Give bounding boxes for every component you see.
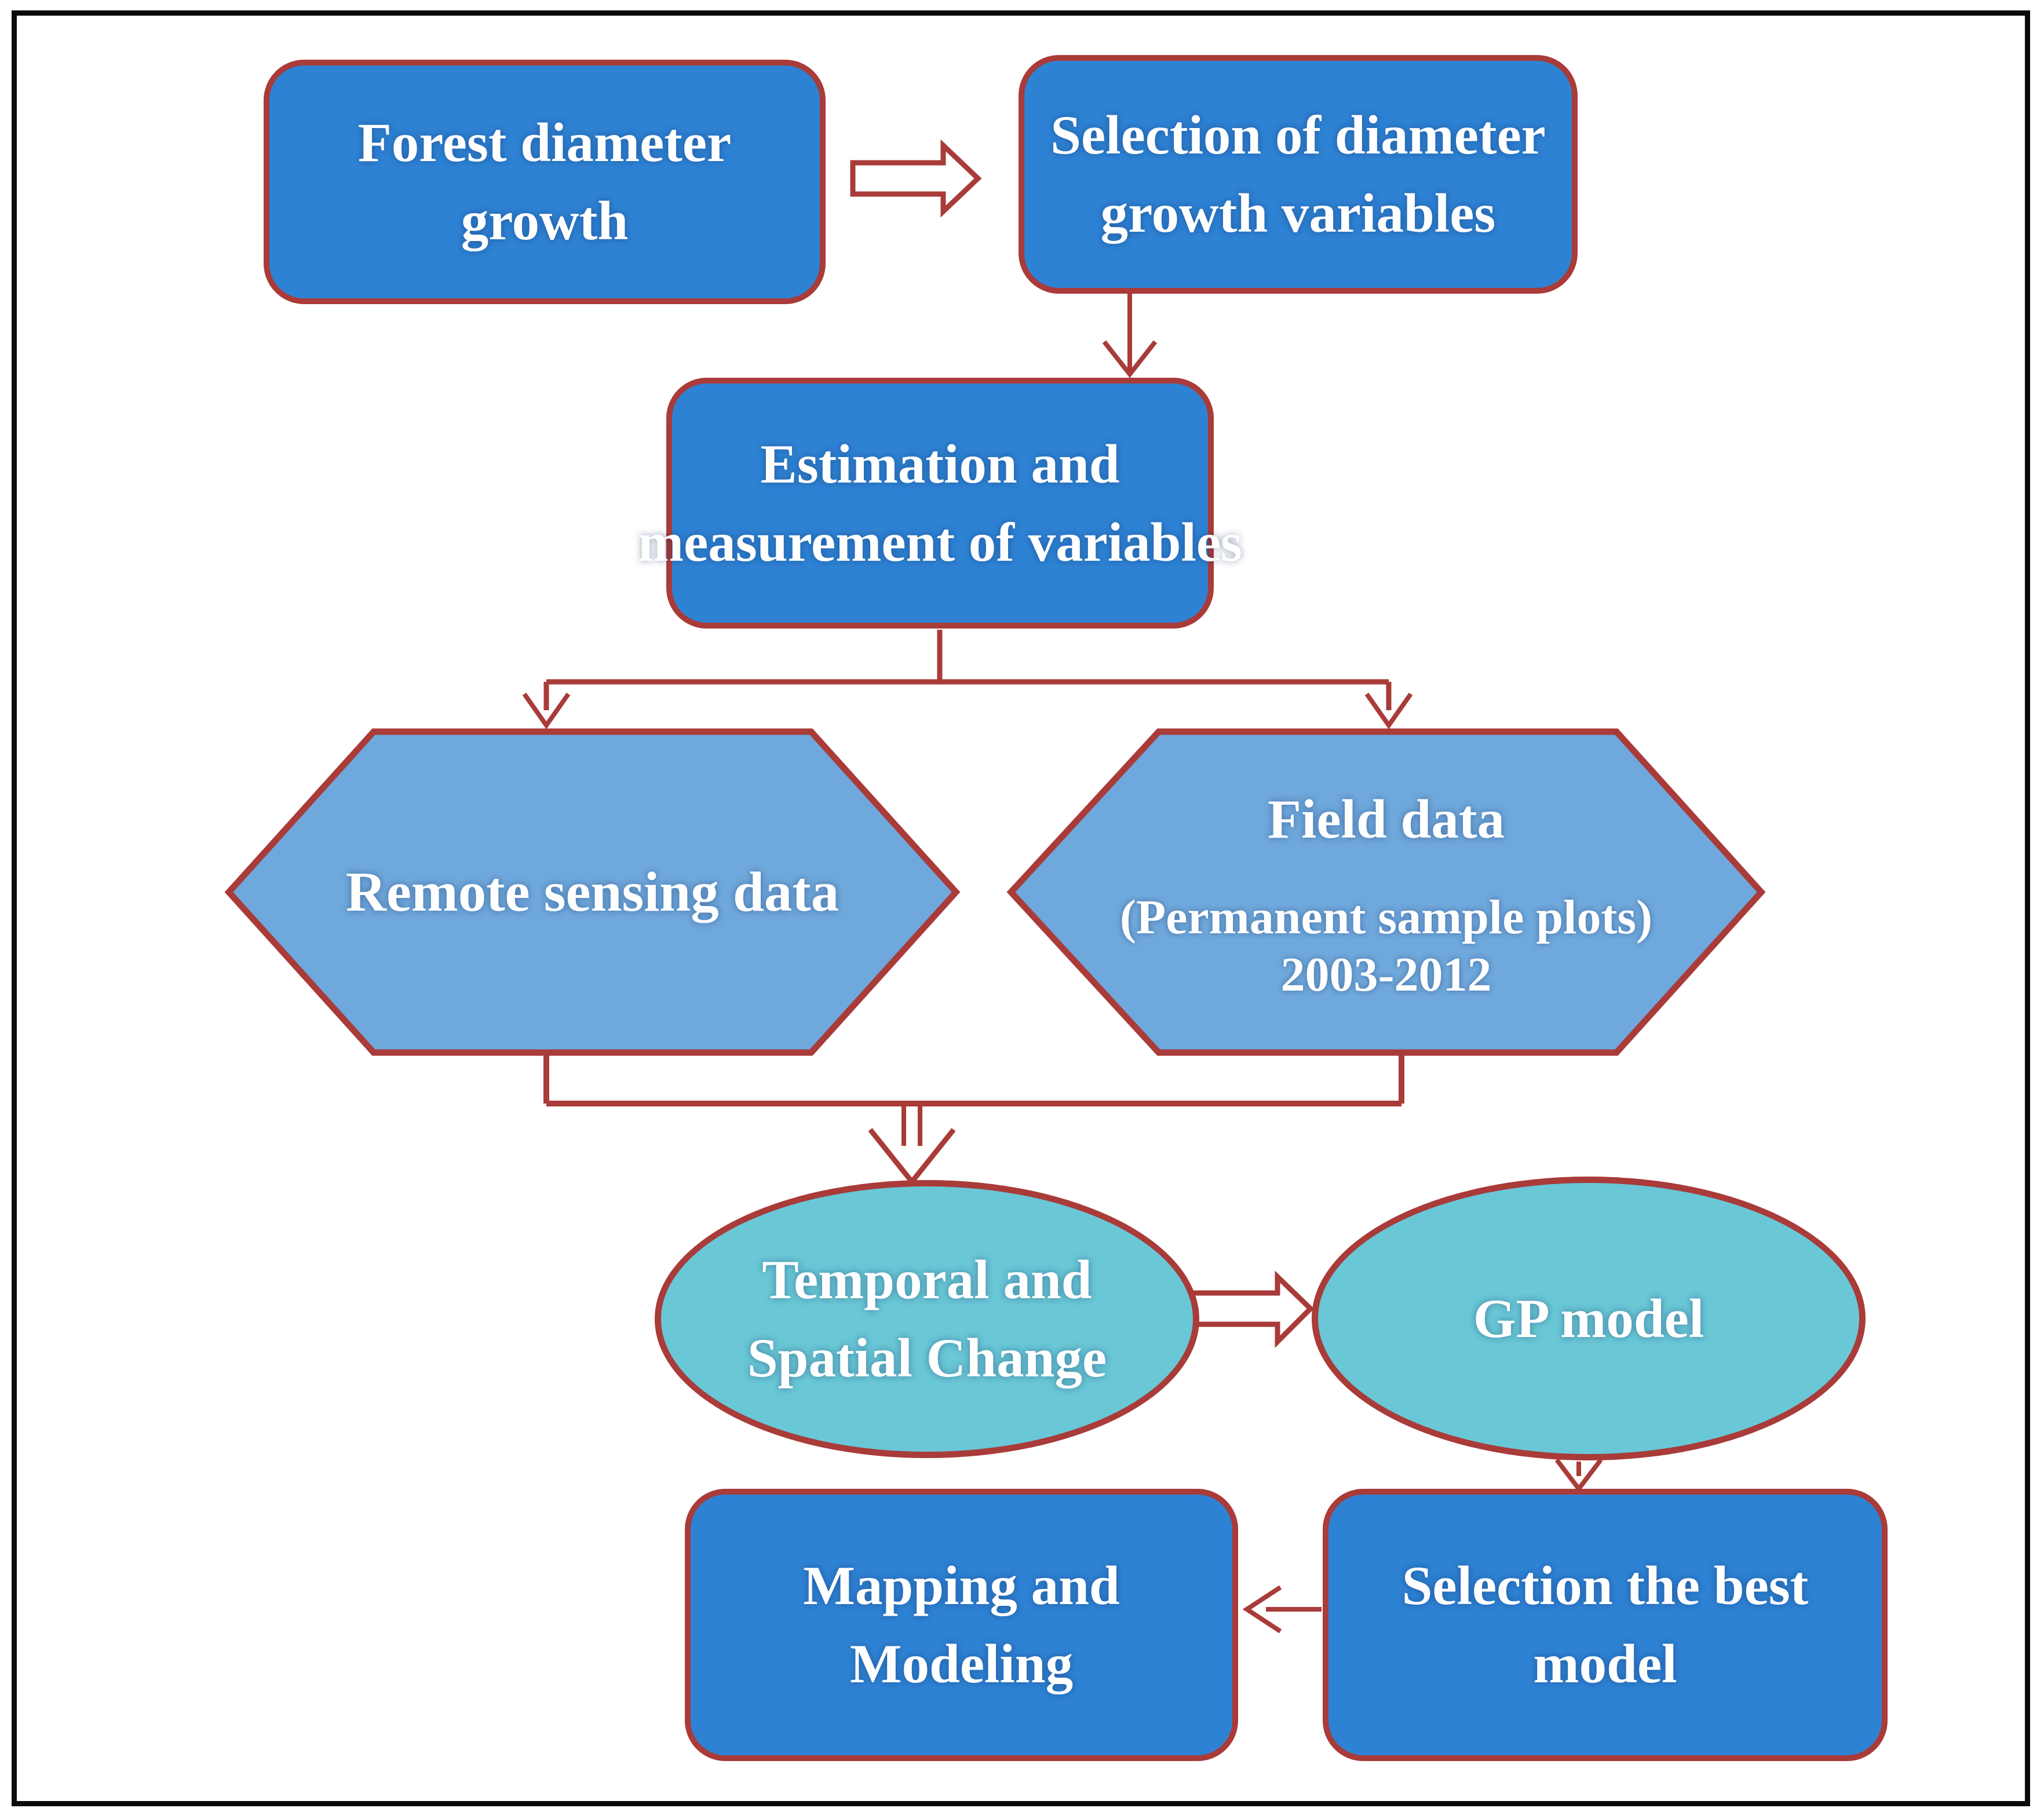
connector-gp-to-best — [1554, 1458, 1603, 1493]
flowchart-frame — [12, 10, 2030, 1806]
hollow-arrow-right-middle-icon — [1189, 1270, 1315, 1348]
node-label-line: growth variables — [1100, 182, 1496, 244]
node-estimation-and-measurement: Estimation and measurement of variables — [638, 378, 1242, 629]
node-mapping-and-modeling: Mapping and Modeling — [685, 1489, 1238, 1761]
node-label-line: GP model — [1473, 1287, 1704, 1349]
node-selection-the-best-model: Selection the best model — [1323, 1489, 1888, 1761]
node-label-line: Forest diameter — [357, 112, 732, 174]
arrowhead-down-icon — [522, 692, 571, 729]
node-label-line: 2003-2012 — [1280, 948, 1492, 1002]
node-gp-model: GP model — [1312, 1177, 1866, 1460]
hexagon-remote-sensing — [224, 728, 961, 1056]
hollow-arrow-right-top-icon — [850, 139, 982, 218]
node-label-line: Temporal and — [762, 1249, 1092, 1311]
arrowhead-down-hollow-icon — [868, 1128, 956, 1186]
node-selection-of-diameter-growth-variables: Selection of diameter growth variables — [1019, 55, 1578, 294]
hexagon-field-data — [1006, 728, 1766, 1056]
node-label-line: measurement of variables — [637, 511, 1243, 573]
node-label-line: Spatial Change — [747, 1327, 1107, 1389]
node-remote-sensing-data: Remote sensing data — [229, 732, 956, 1053]
node-label-line: Mapping and — [803, 1555, 1120, 1617]
connector-selection-to-estimation — [1102, 294, 1158, 378]
connector-estimation-split — [522, 630, 1413, 729]
arrowhead-down-icon — [1364, 692, 1413, 729]
arrowhead-left-icon — [1242, 1585, 1282, 1634]
node-label-line: model — [1533, 1633, 1677, 1694]
node-label-line: growth — [461, 190, 629, 251]
node-forest-diameter-growth: Forest diameter growth — [264, 60, 826, 304]
node-label-line: Modeling — [849, 1633, 1074, 1694]
node-label-line: Selection of diameter — [1050, 104, 1546, 166]
connector-best-to-mapping — [1242, 1585, 1322, 1634]
node-label-line: Remote sensing data — [345, 861, 840, 923]
node-label-line: Field data — [1267, 788, 1505, 850]
connector-hexagons-merge — [543, 1054, 1404, 1186]
node-label-line: Selection the best — [1401, 1555, 1809, 1617]
node-label-line: (Permanent sample plots) — [1119, 890, 1653, 945]
node-label-line: Estimation and — [760, 433, 1120, 495]
arrowhead-down-icon — [1102, 340, 1158, 378]
node-temporal-and-spatial-change: Temporal and Spatial Change — [655, 1180, 1199, 1458]
node-field-data: Field data (Permanent sample plots) 2003… — [1011, 732, 1761, 1053]
